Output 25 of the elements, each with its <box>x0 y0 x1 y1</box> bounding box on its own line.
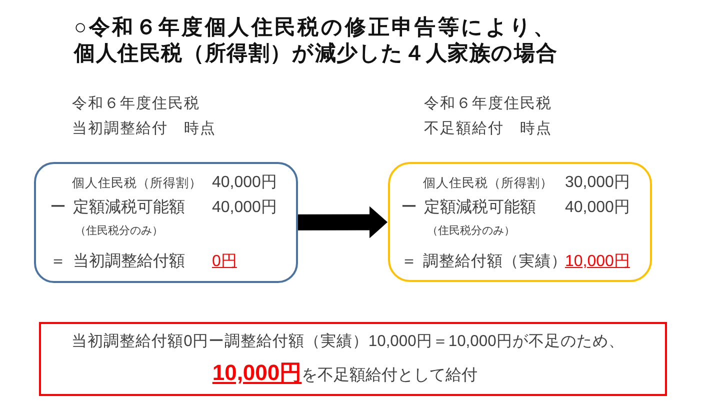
item-label: 個人住民税（所得割） <box>72 176 202 190</box>
item-label: 調整給付額（実績） <box>423 252 567 272</box>
note-text: （住民税分のみ） <box>427 225 515 239</box>
item-label: 定額減税可能額 <box>73 198 185 218</box>
item-label: 個人住民税（所得割） <box>423 176 553 190</box>
amount: 30,000円 <box>565 173 630 193</box>
amount: 40,000円 <box>565 198 630 218</box>
note-text: （住民税分のみ） <box>75 225 163 239</box>
note-box <box>39 322 667 396</box>
minus-sign: ー <box>50 198 66 218</box>
item-label: 定額減税可能額 <box>424 198 536 218</box>
minus-sign: ー <box>401 198 417 218</box>
explanation-text: 当初調整給付額0円ー調整給付額（実績）10,000円＝10,000円が不足のため、 <box>72 332 624 352</box>
section-heading: 不足額給付 時点 <box>424 120 552 138</box>
equals-sign: ＝ <box>401 252 417 272</box>
section-heading: 令和６年度住民税 <box>72 95 200 113</box>
amount: 40,000円 <box>212 173 277 193</box>
conclusion-text: 10,000円を不足額給付として給付 <box>212 360 478 387</box>
section-heading: 当初調整給付 時点 <box>72 120 216 138</box>
arrow <box>298 206 388 238</box>
item-label: 当初調整給付額 <box>73 252 185 272</box>
equals-sign: ＝ <box>50 252 66 272</box>
amount: 40,000円 <box>212 198 277 218</box>
section-heading: 令和６年度住民税 <box>424 95 552 113</box>
title: ○令和６年度個人住民税の修正申告等により、個人住民税（所得割）が減少した４人家族の場合 <box>74 15 559 67</box>
